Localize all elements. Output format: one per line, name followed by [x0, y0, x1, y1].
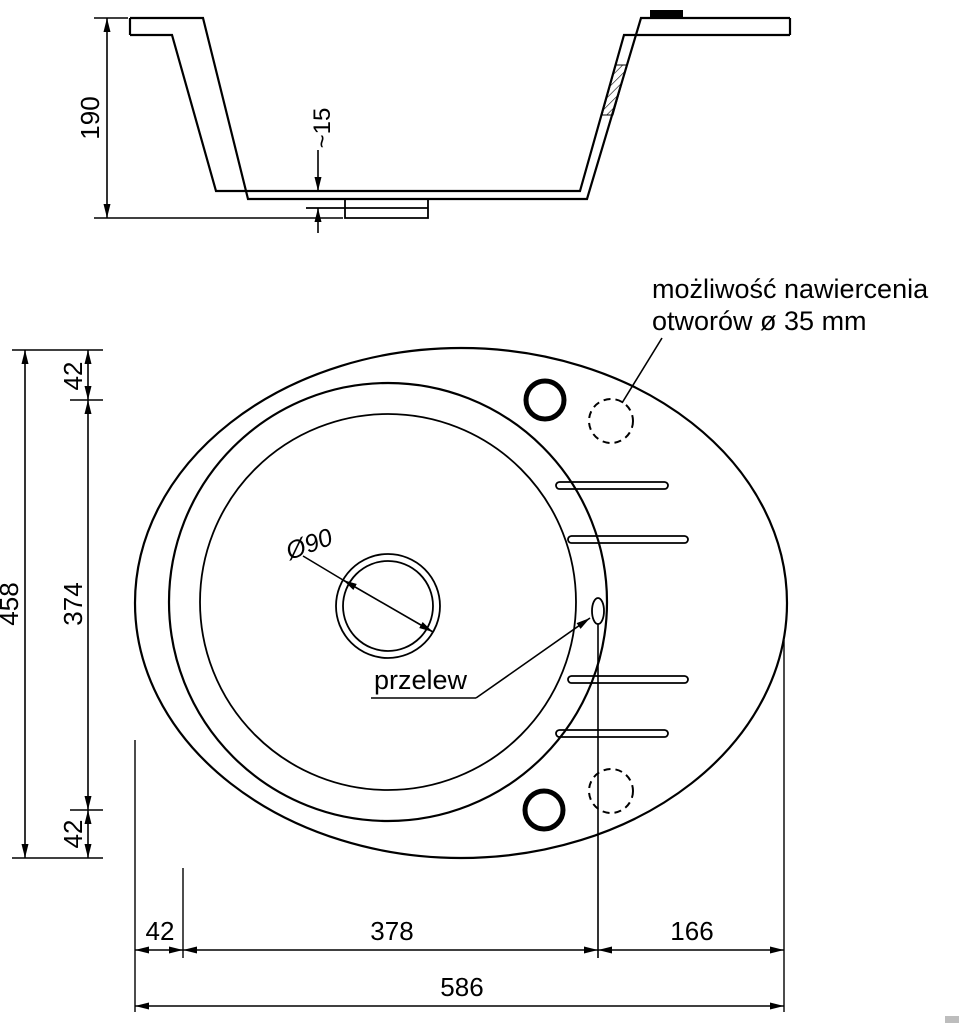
- dim-top-offset-label: 42: [58, 362, 88, 391]
- tap-hole-bottom: [522, 788, 566, 832]
- dim-drain-depth-label: ~15: [309, 108, 336, 149]
- drainboard-groove: [567, 675, 689, 684]
- dimension-section-height: 190: [75, 17, 343, 219]
- drain-outer-circle: [335, 553, 441, 659]
- bottom-dimensions: 42 378 166 586: [134, 640, 785, 1012]
- dimension-drain-depth: ~15: [309, 108, 336, 233]
- drainboard-groove: [567, 535, 689, 544]
- dim-left-offset-label: 42: [146, 916, 175, 946]
- overflow-label: przelew: [374, 665, 468, 695]
- dim-bowl-width-label: 378: [370, 916, 413, 946]
- section-outer-profile: [130, 16, 790, 201]
- left-dimensions: 458 42 374 42: [0, 349, 103, 859]
- dim-hole-spacing-label: 374: [58, 582, 88, 625]
- plan-view: Ø90 przelew możliwość nawiercenia otworó…: [133, 274, 929, 958]
- drill-note-line2: otworów ø 35 mm: [652, 306, 867, 336]
- dim-right-section-label: 166: [670, 916, 713, 946]
- overflow-hole: [591, 597, 605, 625]
- leader-tail: [302, 555, 344, 581]
- drainboard-groove: [555, 481, 669, 490]
- wall-hatch-section: [601, 64, 628, 116]
- drill-note-line1: możliwość nawiercenia: [652, 274, 929, 304]
- drill-option-circle-bottom: [588, 768, 634, 814]
- overflow-callout: przelew: [371, 617, 591, 699]
- sink-outline: [133, 346, 789, 860]
- dim-overall-height-label: 458: [0, 582, 24, 625]
- drill-option-circle-top: [588, 398, 634, 444]
- bowl-outer-circle: [167, 381, 609, 823]
- drill-note: możliwość nawiercenia otworów ø 35 mm: [621, 274, 929, 404]
- section-view: 190 ~15: [75, 10, 792, 233]
- overflow-leader: [475, 617, 591, 699]
- section-inner-profile: [130, 33, 790, 193]
- dim-bottom-offset-label: 42: [58, 820, 88, 849]
- drain-diameter-callout: Ø90: [281, 523, 434, 633]
- drainboard-groove: [555, 729, 669, 738]
- bowl-inner-circle: [199, 413, 577, 791]
- rim-seal-mark: [650, 10, 683, 18]
- dim-section-height-label: 190: [75, 96, 105, 139]
- tap-hole-top: [523, 378, 567, 422]
- corner-artifact: [945, 1016, 959, 1023]
- drill-note-leader: [621, 337, 663, 404]
- dim-overall-width-label: 586: [440, 972, 483, 1002]
- diameter-chord: [342, 579, 434, 633]
